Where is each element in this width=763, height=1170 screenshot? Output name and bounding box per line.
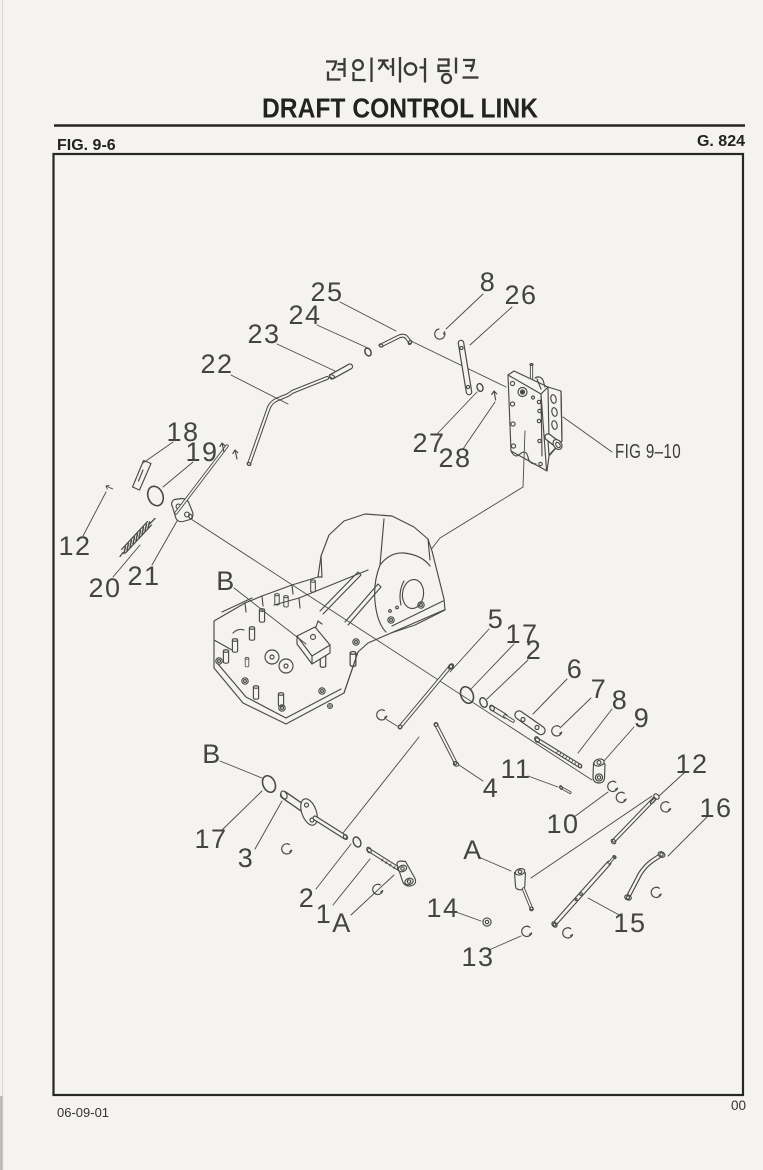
svg-text:FIG 9–10: FIG 9–10 [615, 440, 681, 463]
svg-text:28: 28 [438, 443, 471, 473]
svg-text:00: 00 [731, 1098, 746, 1113]
svg-text:19: 19 [185, 437, 218, 467]
svg-text:21: 21 [127, 561, 160, 591]
svg-text:7: 7 [591, 674, 608, 704]
svg-text:DRAFT CONTROL LINK: DRAFT CONTROL LINK [262, 93, 538, 124]
svg-text:8: 8 [480, 267, 497, 297]
svg-text:B: B [202, 739, 222, 769]
svg-text:20: 20 [88, 573, 121, 603]
svg-text:4: 4 [483, 773, 500, 803]
svg-text:06-09-01: 06-09-01 [57, 1105, 109, 1120]
svg-text:8: 8 [612, 685, 629, 715]
svg-text:B: B [216, 566, 236, 596]
svg-text:11: 11 [500, 754, 531, 784]
svg-text:24: 24 [288, 300, 321, 330]
svg-text:17: 17 [505, 619, 538, 649]
svg-text:12: 12 [58, 531, 91, 561]
svg-text:3: 3 [238, 843, 255, 873]
svg-text:14: 14 [426, 893, 459, 923]
svg-text:16: 16 [699, 793, 732, 823]
svg-text:23: 23 [247, 319, 280, 349]
svg-text:22: 22 [200, 349, 233, 379]
svg-text:17: 17 [194, 824, 227, 854]
svg-text:27: 27 [412, 428, 445, 458]
svg-text:A: A [463, 835, 483, 865]
svg-text:9: 9 [634, 703, 651, 733]
svg-text:12: 12 [675, 749, 708, 779]
svg-text:2: 2 [299, 883, 316, 913]
svg-text:5: 5 [488, 604, 505, 634]
svg-text:13: 13 [461, 942, 494, 972]
svg-text:FIG. 9-6: FIG. 9-6 [57, 137, 116, 154]
svg-text:2: 2 [526, 635, 543, 665]
svg-text:18: 18 [166, 417, 199, 447]
svg-text:26: 26 [504, 280, 537, 310]
svg-text:6: 6 [567, 654, 584, 684]
svg-text:1: 1 [316, 899, 333, 929]
svg-text:15: 15 [613, 908, 646, 938]
svg-text:A: A [332, 908, 352, 938]
svg-text:10: 10 [546, 809, 579, 839]
svg-text:25: 25 [310, 277, 343, 307]
svg-text:G. 824: G. 824 [697, 133, 745, 150]
